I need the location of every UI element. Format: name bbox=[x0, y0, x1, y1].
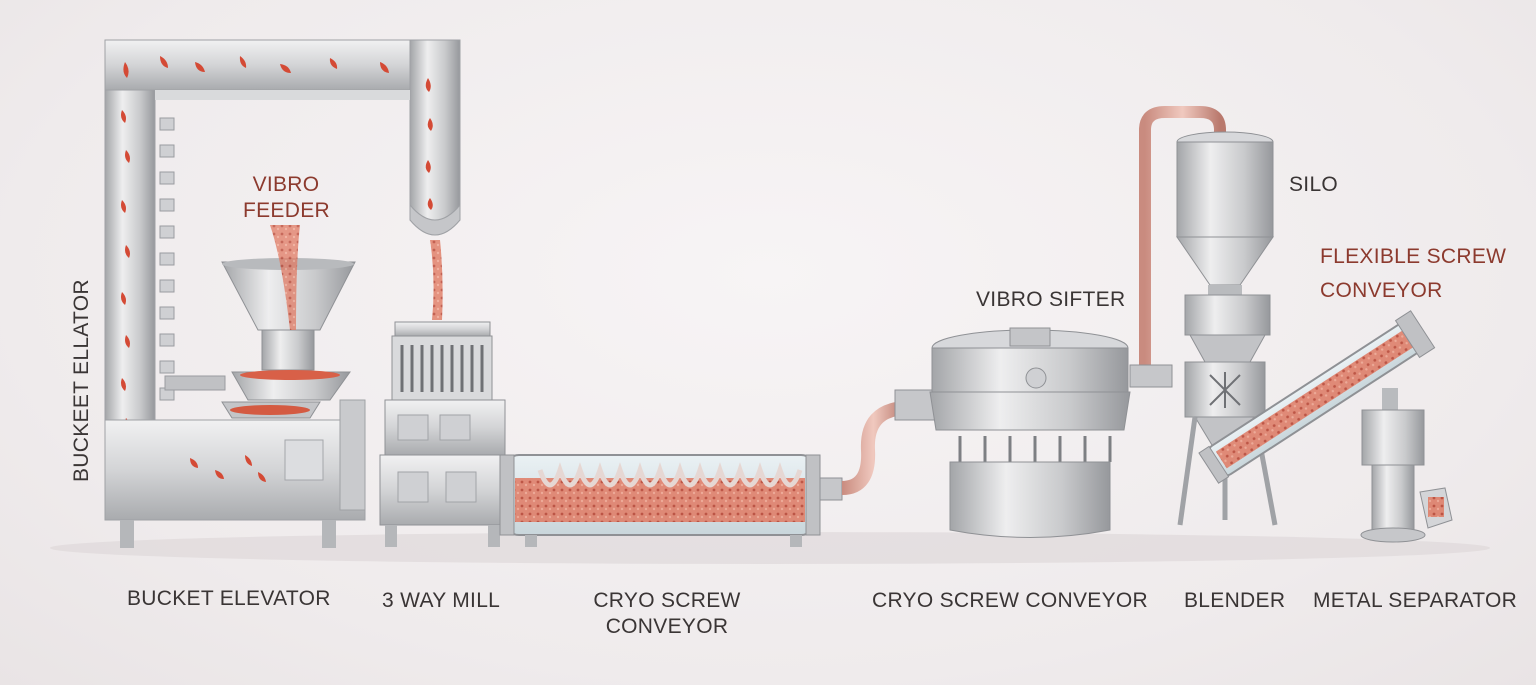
label-cryo-screw-line2: CONVEYOR bbox=[605, 615, 729, 638]
label-vibro-feeder-line1: VIBRO bbox=[252, 173, 320, 196]
label-silo: SILO bbox=[1289, 173, 1339, 196]
silo bbox=[1176, 131, 1274, 363]
pneumatic-pipe bbox=[1139, 106, 1226, 375]
transfer-hose bbox=[841, 401, 906, 495]
blender bbox=[1177, 361, 1278, 526]
flexible-screw-conveyor bbox=[1198, 310, 1436, 484]
label-vibro-feeder-line2: FEEDER bbox=[243, 199, 330, 222]
label-blender: BLENDER bbox=[1184, 589, 1286, 612]
label-vibro-feeder: VIBRO FEEDER bbox=[243, 172, 330, 224]
label-flexible-screw-line1: FLEXIBLE SCREW bbox=[1320, 245, 1507, 268]
label-bucket-elevator-vertical: BUCKEET ELLATOR bbox=[70, 279, 93, 482]
label-vibro-sifter: VIBRO SIFTER bbox=[976, 288, 1126, 311]
pipe-clamp bbox=[1129, 364, 1173, 388]
bucket-elevator bbox=[104, 39, 461, 548]
cryo-screw-conveyor-horizontal bbox=[499, 454, 843, 547]
three-way-mill bbox=[379, 240, 506, 547]
label-cryo-screw-conveyor: CRYO SCREW CONVEYOR bbox=[872, 589, 1149, 612]
label-cryo-screw-conveyor-horizontal: CRYO SCREW CONVEYOR bbox=[577, 588, 757, 640]
label-flexible-screw-conveyor: FLEXIBLE SCREW CONVEYOR bbox=[1320, 244, 1506, 304]
label-bucket-elevator: BUCKET ELEVATOR bbox=[127, 587, 331, 610]
floor-shadow bbox=[50, 532, 1490, 564]
label-flexible-screw-line2: CONVEYOR bbox=[1320, 279, 1443, 302]
label-three-way-mill: 3 WAY MILL bbox=[382, 589, 501, 612]
vibro-sifter bbox=[894, 327, 1131, 538]
vibro-feeder bbox=[164, 225, 356, 419]
label-cryo-screw-line1: CRYO SCREW bbox=[593, 589, 741, 612]
metal-separator bbox=[1360, 388, 1453, 543]
label-metal-separator: METAL SEPARATOR bbox=[1313, 589, 1518, 612]
